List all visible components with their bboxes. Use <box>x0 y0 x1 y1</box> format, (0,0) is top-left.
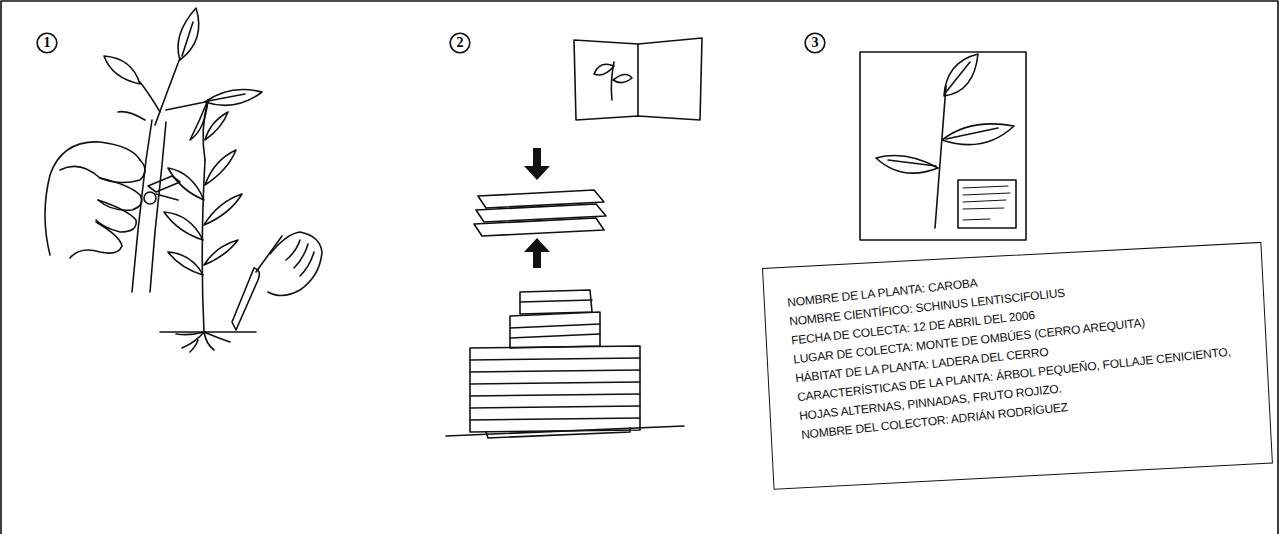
branch-cutting-part <box>205 90 262 106</box>
step-number-text: 1 <box>44 36 51 50</box>
plant-digging-part <box>160 331 256 333</box>
step-number: 1 <box>36 32 58 54</box>
small-label <box>958 180 1016 228</box>
branch-cutting-part <box>178 8 199 60</box>
branch-cutting-part <box>140 82 160 112</box>
branch-cutting-part <box>98 178 142 210</box>
plant-digging-part <box>256 236 282 272</box>
branch-cutting-part <box>150 122 166 292</box>
small-label-part <box>963 186 1010 220</box>
herbarium-sheet-part <box>876 156 938 174</box>
step-number-text: 3 <box>812 36 819 50</box>
number-circle-outline <box>37 33 57 53</box>
plant-digging-part <box>232 268 259 330</box>
plant-digging-part <box>168 252 203 275</box>
paper-sheets-part <box>476 204 606 222</box>
press-arrows-part <box>524 238 550 268</box>
book-stack-part <box>520 300 592 302</box>
plant-digging-part <box>205 150 236 185</box>
small-label-part <box>958 180 1016 228</box>
folded-paper-part <box>637 44 639 116</box>
herbarium-sheet-part <box>946 62 970 92</box>
branch-cutting <box>45 8 262 292</box>
branch-cutting-part <box>132 120 152 292</box>
book-stack-part <box>470 358 640 420</box>
branch-cutting-part <box>70 222 122 258</box>
plant-digging-part <box>164 212 203 240</box>
herbarium-sheet-part <box>946 128 998 139</box>
plant-digging-part <box>190 100 208 140</box>
plant-digging-part <box>286 240 314 276</box>
plant-digging-part <box>205 112 228 140</box>
branch-cutting-part <box>104 56 140 84</box>
branch-cutting-part <box>45 142 140 255</box>
plant-digging-part <box>204 194 242 225</box>
plant-digging-part <box>176 332 230 352</box>
herbarium-sheet-part <box>935 86 946 228</box>
branch-cutting-part <box>96 200 136 232</box>
label-body: NOMBRE DE LA PLANTA: CAROBANOMBRE CIENTÍ… <box>786 246 1255 445</box>
branch-cutting-part <box>60 166 100 178</box>
herbarium-sheet-part <box>860 52 1026 240</box>
book-stack-part <box>510 312 600 348</box>
branch-cutting-part <box>182 22 193 56</box>
step-number-text: 2 <box>457 36 464 50</box>
herbarium-sheet-part <box>888 160 936 166</box>
paper-sheets-part <box>474 218 604 236</box>
branch-cutting-part <box>144 192 156 204</box>
branch-cutting-part <box>155 58 180 125</box>
branch-cutting-part <box>156 194 178 200</box>
number-circle-outline <box>805 33 825 53</box>
plant-digging-part <box>268 232 322 296</box>
plant-digging <box>160 100 322 352</box>
book-stack <box>446 290 684 438</box>
plant-digging-part <box>168 168 204 200</box>
folded-paper <box>574 38 702 120</box>
folded-paper-part <box>594 64 614 75</box>
paper-sheets <box>474 190 606 236</box>
branch-cutting-part <box>166 102 205 110</box>
book-stack-part <box>486 428 630 438</box>
plant-digging-part <box>204 240 238 265</box>
branch-cutting-part <box>208 94 245 101</box>
number-circle-outline <box>450 33 470 53</box>
plant-digging-part <box>202 160 205 332</box>
folded-paper-part <box>574 38 702 120</box>
press-arrows-part <box>524 148 550 180</box>
specimen-label: NOMBRE DE LA PLANTA: CAROBANOMBRE CIENTÍ… <box>762 242 1273 490</box>
step-number: 2 <box>449 32 471 54</box>
folded-paper-part <box>613 74 632 82</box>
herbarium-sheet-part <box>942 124 1014 145</box>
branch-cutting-part <box>118 112 145 120</box>
book-stack-part <box>510 324 600 338</box>
step-number: 3 <box>804 32 826 54</box>
book-stack-part <box>520 290 592 314</box>
herbarium-sheet-part <box>944 54 978 96</box>
book-stack-part <box>470 346 640 432</box>
herbarium-sheet <box>860 52 1026 240</box>
